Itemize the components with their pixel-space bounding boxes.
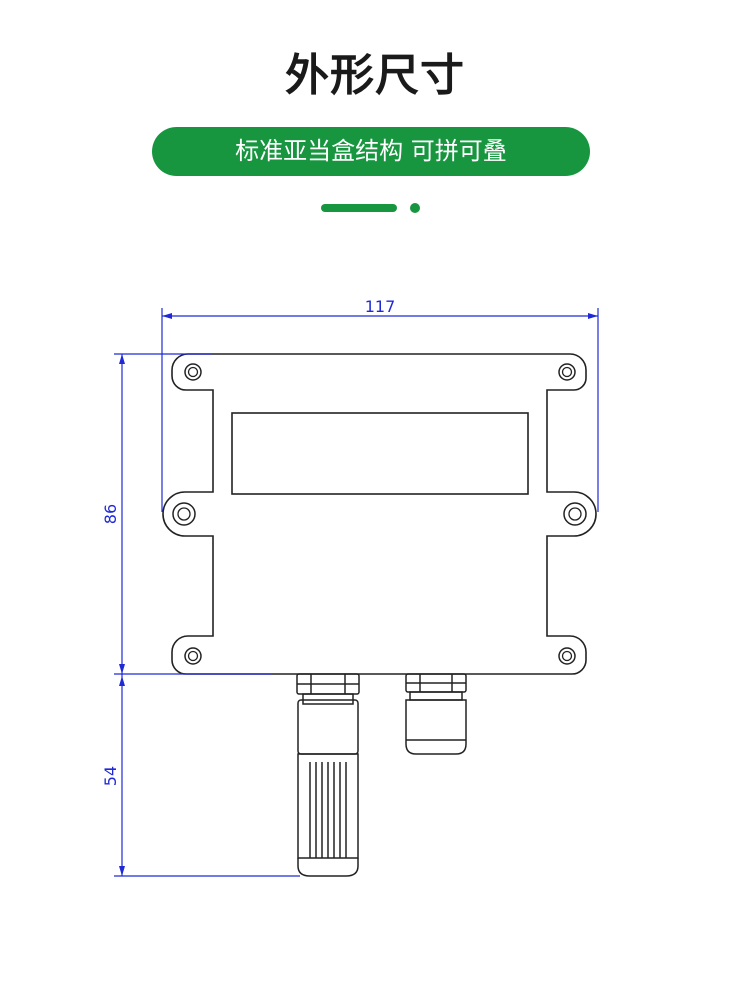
mounting-hole-bottom-right: [558, 647, 576, 665]
mounting-hole-bottom-left: [184, 647, 202, 665]
dimension-height-body: [114, 353, 272, 675]
enclosure-outline: [162, 353, 597, 675]
dimension-width-label: 117: [365, 297, 396, 316]
display-window: [231, 412, 529, 495]
mounting-hole-mid-right: [563, 502, 587, 526]
dimension-height-probe: [114, 674, 300, 877]
mounting-hole-top-left: [184, 363, 202, 381]
dimension-height-body-label: 86: [101, 504, 120, 524]
decorative-dot: [410, 203, 420, 213]
decorative-bar: [321, 204, 397, 212]
page-title: 外形尺寸: [285, 50, 465, 101]
subtitle-pill: 标准亚当盒结构 可拼可叠: [152, 127, 590, 176]
dimension-height-probe-label: 54: [101, 766, 120, 786]
mounting-hole-top-right: [558, 363, 576, 381]
sensor-probe: [296, 673, 360, 877]
dimension-width: [161, 308, 599, 512]
mounting-hole-mid-left: [172, 502, 196, 526]
cable-gland-right: [405, 673, 467, 755]
